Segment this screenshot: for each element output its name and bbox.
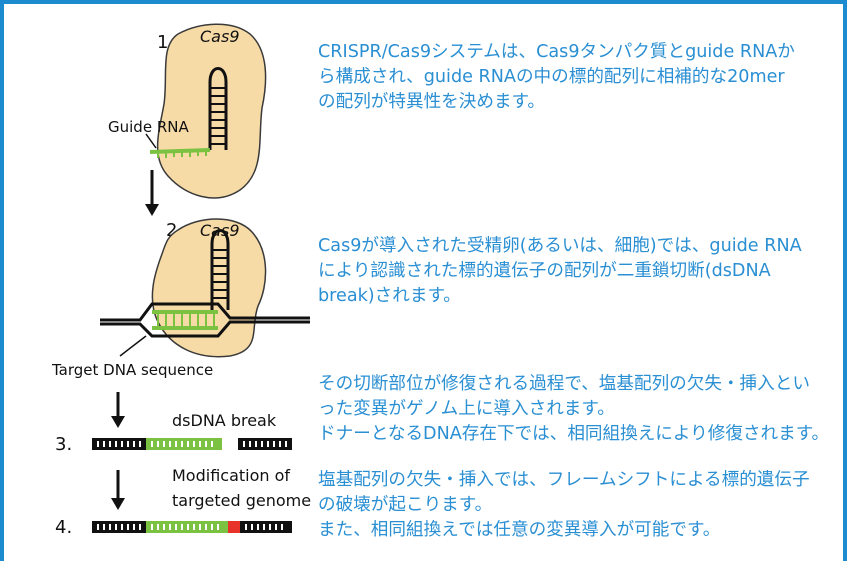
crispr-diagram: 1. Cas9 Guide RNA 2. Cas9 Target DNA seq… xyxy=(51,23,311,538)
cas9-label-1: Cas9 xyxy=(200,27,240,46)
guide-rna-pointer xyxy=(145,133,157,149)
down-arrow-2 xyxy=(111,392,125,428)
down-arrow-1 xyxy=(145,170,159,216)
guide-rna-strand-1 xyxy=(149,148,211,154)
guide-rna-bases-1 xyxy=(157,150,207,158)
modification-label-line2: targeted genome xyxy=(172,491,311,510)
modified-dna-4 xyxy=(92,521,292,533)
down-arrow-3 xyxy=(111,470,125,510)
description-step2: Cas9が導入された受精卵(あるいは、細胞)では、guide RNA により認識… xyxy=(318,236,802,306)
guide-rna-hairpin-2 xyxy=(210,229,230,310)
target-pointer xyxy=(119,335,147,357)
step4-number: 4. xyxy=(55,517,72,538)
dsdna-break-label: dsDNA break xyxy=(172,411,277,430)
guide-rna-label: Guide RNA xyxy=(108,118,189,136)
target-dna-2 xyxy=(100,302,310,338)
broken-dna-3 xyxy=(92,438,292,450)
modification-label-line1: Modification of xyxy=(172,466,290,485)
description-step3: その切断部位が修復される過程で、塩基配列の欠失・挿入とい った変異がゲノム上に導… xyxy=(318,374,830,444)
description-step4: 塩基配列の欠失・挿入では、フレームシフトによる標的遺伝子 の破壊が起こります。 … xyxy=(318,470,810,540)
target-dna-label: Target DNA sequence xyxy=(51,361,213,379)
step3-number: 3. xyxy=(55,434,72,455)
guide-rna-hairpin-1 xyxy=(208,67,228,150)
description-step1: CRISPR/Cas9システムは、Cas9タンパク質とguide RNAか ら構… xyxy=(318,42,795,112)
